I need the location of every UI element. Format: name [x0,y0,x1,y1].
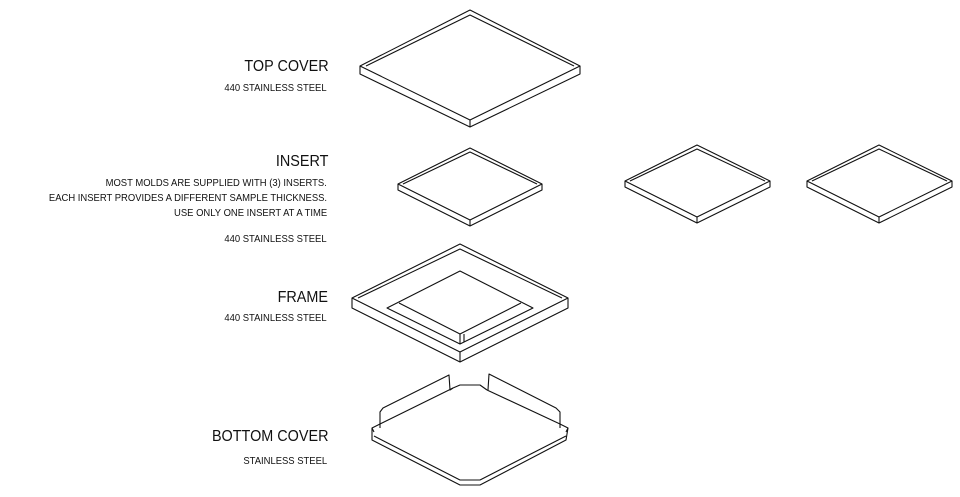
insert-note-3: USE ONLY ONE INSERT AT A TIME [173,207,327,219]
frame-drawing [351,243,569,363]
bottom-cover-title: BOTTOM COVER [211,428,328,445]
insert-title: INSERT [275,153,328,170]
insert-drawing-3 [806,144,953,224]
frame-title: FRAME [277,289,328,306]
top-cover-title: TOP COVER [244,58,329,75]
frame-material: 440 STAINLESS STEEL [224,312,327,324]
bottom-cover-material: STAINLESS STEEL [243,455,327,467]
insert-note-1: MOST MOLDS ARE SUPPLIED WITH (3) INSERTS… [105,177,327,189]
insert-note-2: EACH INSERT PROVIDES A DIFFERENT SAMPLE … [48,192,327,204]
insert-drawing-1 [397,147,543,227]
top-cover-drawing [359,9,581,128]
insert-material: 440 STAINLESS STEEL [224,233,327,245]
insert-drawing-2 [624,144,771,224]
bottom-cover-drawing [371,373,569,486]
top-cover-material: 440 STAINLESS STEEL [224,82,327,94]
